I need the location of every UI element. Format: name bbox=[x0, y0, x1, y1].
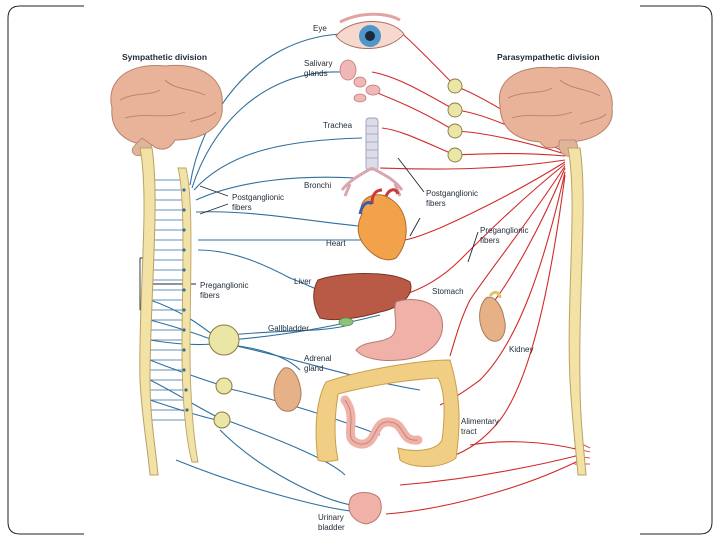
label-alimentary-2: tract bbox=[461, 427, 477, 436]
label-postganglionic-left-2: fibers bbox=[232, 203, 252, 212]
label-bronchi: Bronchi bbox=[304, 181, 331, 190]
label-preganglionic-right-2: fibers bbox=[480, 236, 500, 245]
right-adrenal-cap bbox=[488, 290, 502, 299]
adrenal-kidney-left-organ bbox=[273, 367, 302, 412]
label-stomach: Stomach bbox=[432, 287, 464, 296]
label-alimentary-1: Alimentary bbox=[461, 417, 499, 426]
postganglionic-bracket-left bbox=[199, 185, 229, 215]
kidney-right-organ bbox=[479, 296, 506, 342]
label-preganglionic-right-1: Preganglionic bbox=[480, 226, 528, 235]
label-postganglionic-right-1: Postganglionic bbox=[426, 189, 478, 198]
spinal-cord-left bbox=[139, 147, 159, 476]
label-liver: Liver bbox=[294, 277, 312, 286]
chain-ganglia-left bbox=[182, 188, 189, 412]
label-bladder-2: bladder bbox=[318, 523, 345, 532]
label-heart: Heart bbox=[326, 239, 346, 248]
large-intestine-organ bbox=[315, 359, 460, 467]
parasympathetic-nerves bbox=[371, 29, 581, 515]
label-bladder-1: Urinary bbox=[318, 513, 344, 522]
heading-parasympathetic: Parasympathetic division bbox=[497, 52, 600, 62]
gallbladder-organ bbox=[338, 317, 354, 327]
frame-gap-top bbox=[84, 0, 640, 10]
brain-right bbox=[498, 66, 613, 157]
label-preganglionic-left-1: Preganglionic bbox=[200, 281, 248, 290]
label-adrenal-2: gland bbox=[304, 364, 324, 373]
label-trachea: Trachea bbox=[323, 121, 353, 130]
label-salivary-2: glands bbox=[304, 69, 328, 78]
trachea-bronchi-organ bbox=[340, 117, 404, 197]
label-gallbladder: Gallbladder bbox=[268, 324, 309, 333]
label-postganglionic-right-2: fibers bbox=[426, 199, 446, 208]
collateral-ganglia bbox=[208, 324, 240, 429]
sympathetic-chain-left bbox=[177, 167, 199, 463]
spinal-cord-right bbox=[567, 147, 587, 476]
label-preganglionic-left-2: fibers bbox=[200, 291, 220, 300]
label-postganglionic-left-1: Postganglionic bbox=[232, 193, 284, 202]
urinary-bladder-organ bbox=[348, 492, 382, 525]
slide-frame bbox=[7, 5, 713, 535]
label-adrenal-1: Adrenal bbox=[304, 354, 332, 363]
division-headings: Sympathetic division Parasympathetic div… bbox=[122, 52, 600, 62]
frame-gap-bottom bbox=[84, 530, 640, 540]
fiber-pointers-right bbox=[397, 157, 479, 263]
spinal-to-chain-fibers bbox=[146, 179, 186, 421]
stomach-organ bbox=[355, 298, 443, 361]
heading-sympathetic: Sympathetic division bbox=[122, 52, 207, 62]
label-salivary-1: Salivary bbox=[304, 59, 332, 68]
label-eye: Eye bbox=[313, 24, 327, 33]
liver-organ bbox=[313, 273, 412, 321]
heart-organ bbox=[357, 188, 407, 261]
salivary-glands-organ bbox=[339, 59, 381, 103]
label-kidney: Kidney bbox=[509, 345, 533, 354]
brain-left bbox=[110, 64, 223, 157]
small-intestine-outline bbox=[344, 399, 419, 445]
eye-organ bbox=[335, 12, 405, 49]
cranial-ganglia bbox=[447, 78, 463, 163]
